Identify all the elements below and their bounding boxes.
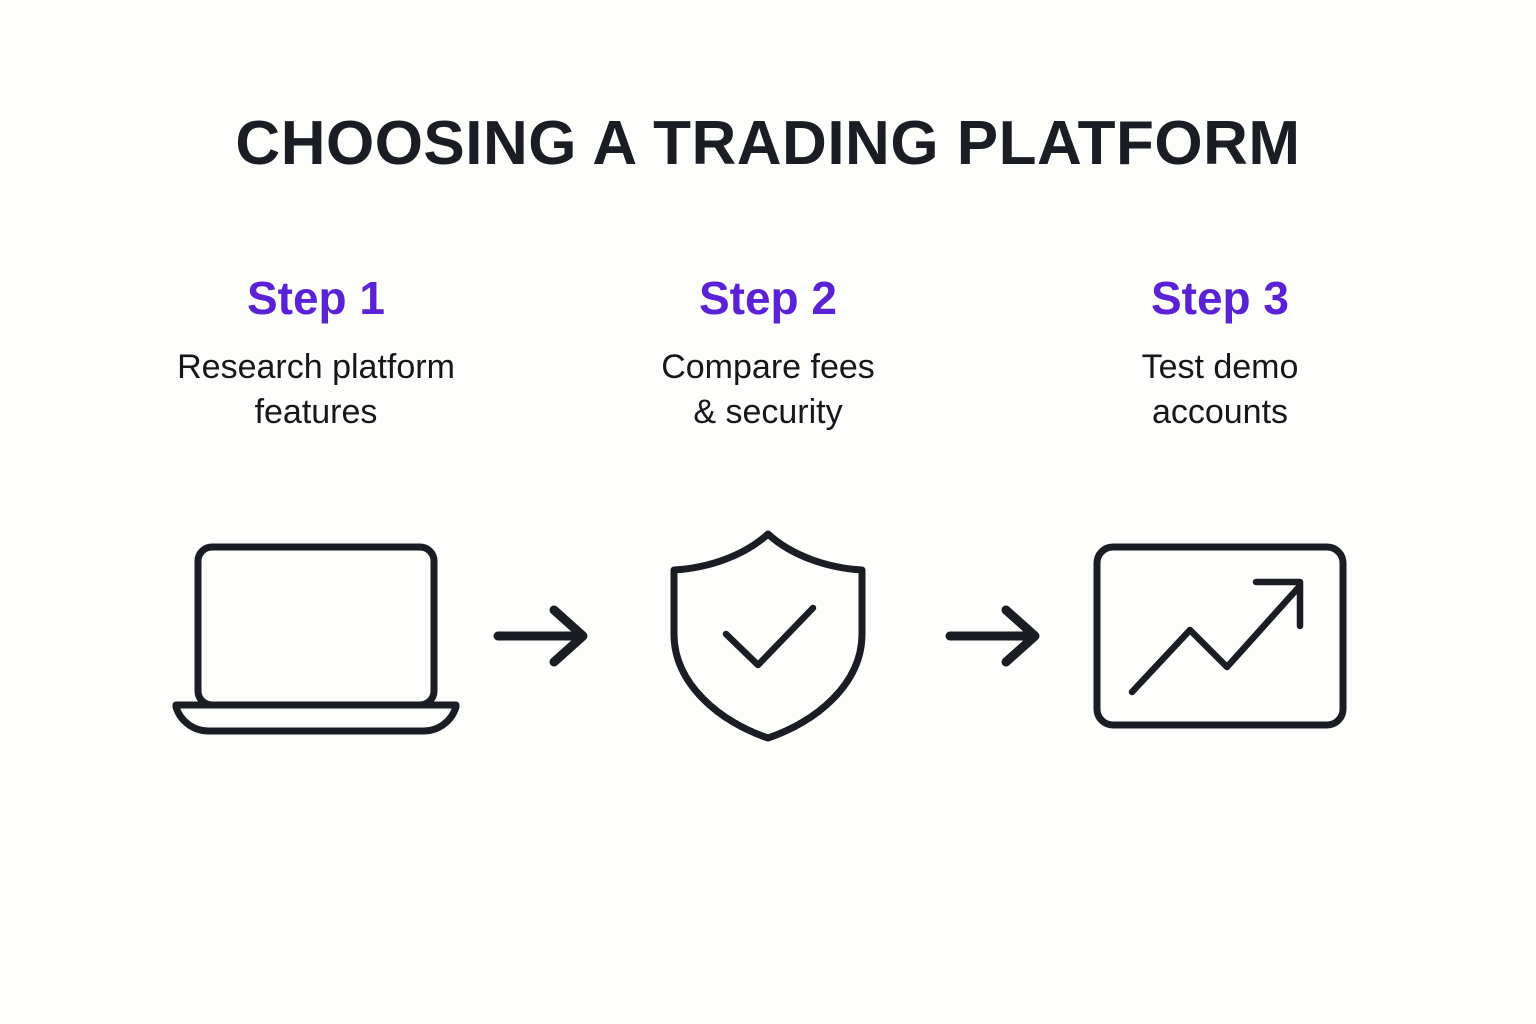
step-2-icon-cell	[598, 516, 938, 756]
step-3-description-line-2: accounts	[1151, 392, 1289, 431]
step-3-description: Test demo accounts	[994, 345, 1446, 435]
step-3-heading: Step 3	[1150, 272, 1290, 324]
step-3-icon-cell	[1050, 516, 1390, 756]
step-3-description-line-1: Test demo	[1141, 347, 1299, 386]
step-2-description-line-2: & security	[693, 392, 843, 431]
step-1-description-line-1: Research platform	[177, 347, 455, 386]
connector-1-cell	[486, 516, 598, 756]
step-2-description: Compare fees & security	[542, 345, 994, 435]
step-column-1: Step 1 Research platform features	[90, 272, 542, 435]
step-2-heading: Step 2	[698, 272, 838, 324]
step-1-icon-cell	[146, 516, 486, 756]
steps-icon-row	[0, 516, 1536, 756]
step-1-heading: Step 1	[246, 272, 386, 324]
shield-check-icon	[670, 530, 866, 742]
step-column-2: Step 2 Compare fees & security	[542, 272, 994, 435]
connector-2-cell	[938, 516, 1050, 756]
page-title: CHOOSING A TRADING PLATFORM	[235, 109, 1301, 178]
step-1-description: Research platform features	[90, 345, 542, 435]
trending-up-chart-icon	[1093, 543, 1347, 729]
steps-label-row: Step 1 Research platform features Step 2…	[0, 272, 1536, 435]
arrow-right-icon	[945, 605, 1040, 667]
step-1-description-line-2: features	[254, 392, 378, 431]
arrow-right-icon	[493, 605, 588, 667]
step-column-3: Step 3 Test demo accounts	[994, 272, 1446, 435]
step-2-description-line-1: Compare fees	[661, 347, 875, 386]
laptop-icon	[172, 543, 460, 735]
